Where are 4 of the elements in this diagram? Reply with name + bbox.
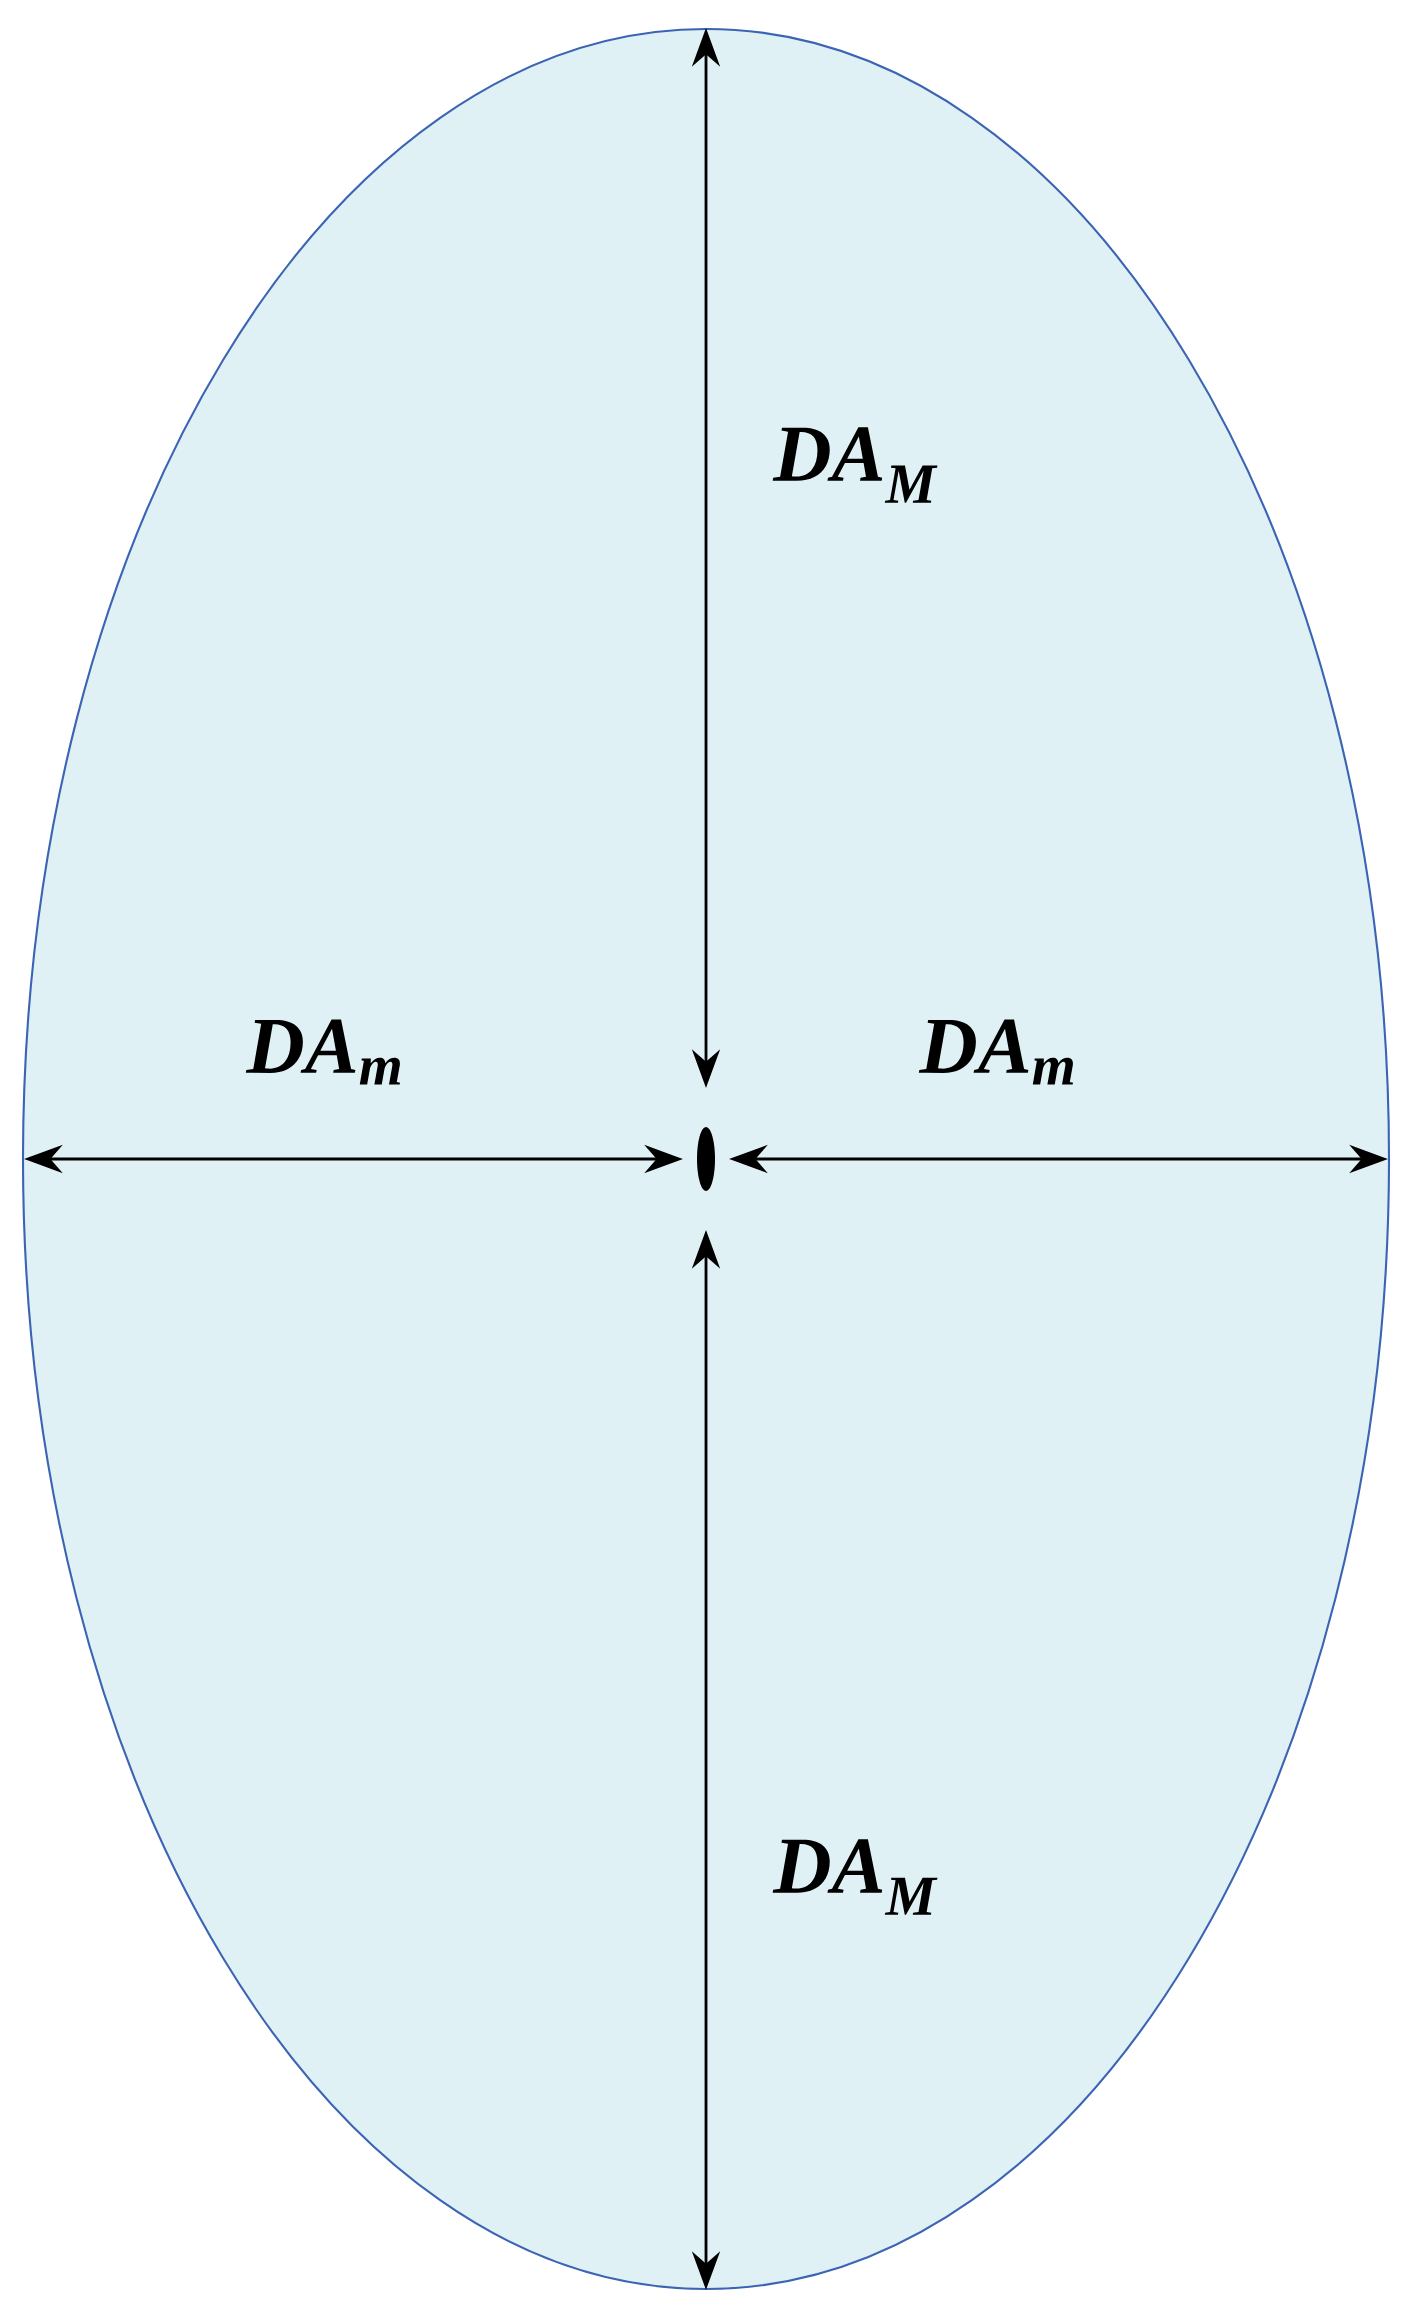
dimension-label: DA$_{M}$	[772, 427, 938, 503]
dimension-label: DA$_{M}$	[772, 1839, 938, 1915]
dimension-label: DA$_{m}$	[918, 1019, 1073, 1085]
dimension-label: DA$_{m}$	[245, 1019, 400, 1085]
